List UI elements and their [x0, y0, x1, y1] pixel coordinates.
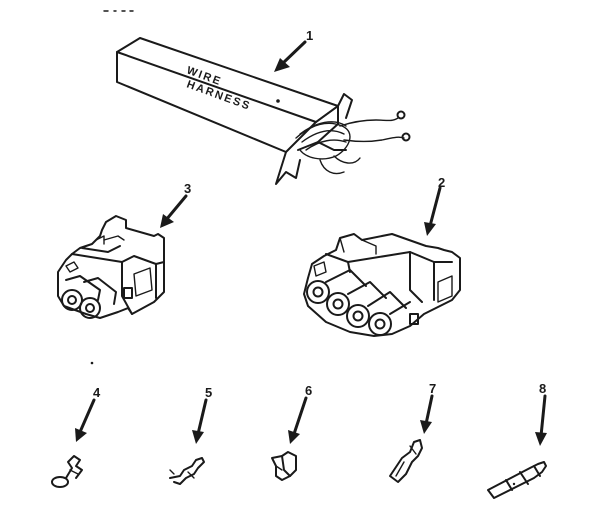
two-pin-connector	[57, 215, 165, 319]
callout-1: 1	[306, 28, 313, 43]
callout-6: 6	[305, 383, 312, 398]
callout-4: 4	[93, 385, 101, 400]
pin-terminal	[487, 461, 547, 499]
callout-arrows	[75, 40, 547, 446]
ring-terminal	[51, 455, 83, 488]
callout-2: 2	[438, 175, 445, 190]
hook-terminal	[169, 457, 205, 485]
callout-3: 3	[184, 181, 191, 196]
callout-5: 5	[205, 385, 212, 400]
callout-8: 8	[539, 381, 546, 396]
scan-marks	[90, 10, 134, 365]
spade-terminal	[389, 439, 423, 483]
callout-7: 7	[429, 381, 436, 396]
clip-terminal	[271, 451, 297, 481]
wire-harness-box: WIRE HARNESS	[116, 37, 411, 185]
callout-labels: 1 2 3 4 5 6 7 8	[93, 28, 546, 400]
four-pin-connector	[303, 233, 461, 337]
